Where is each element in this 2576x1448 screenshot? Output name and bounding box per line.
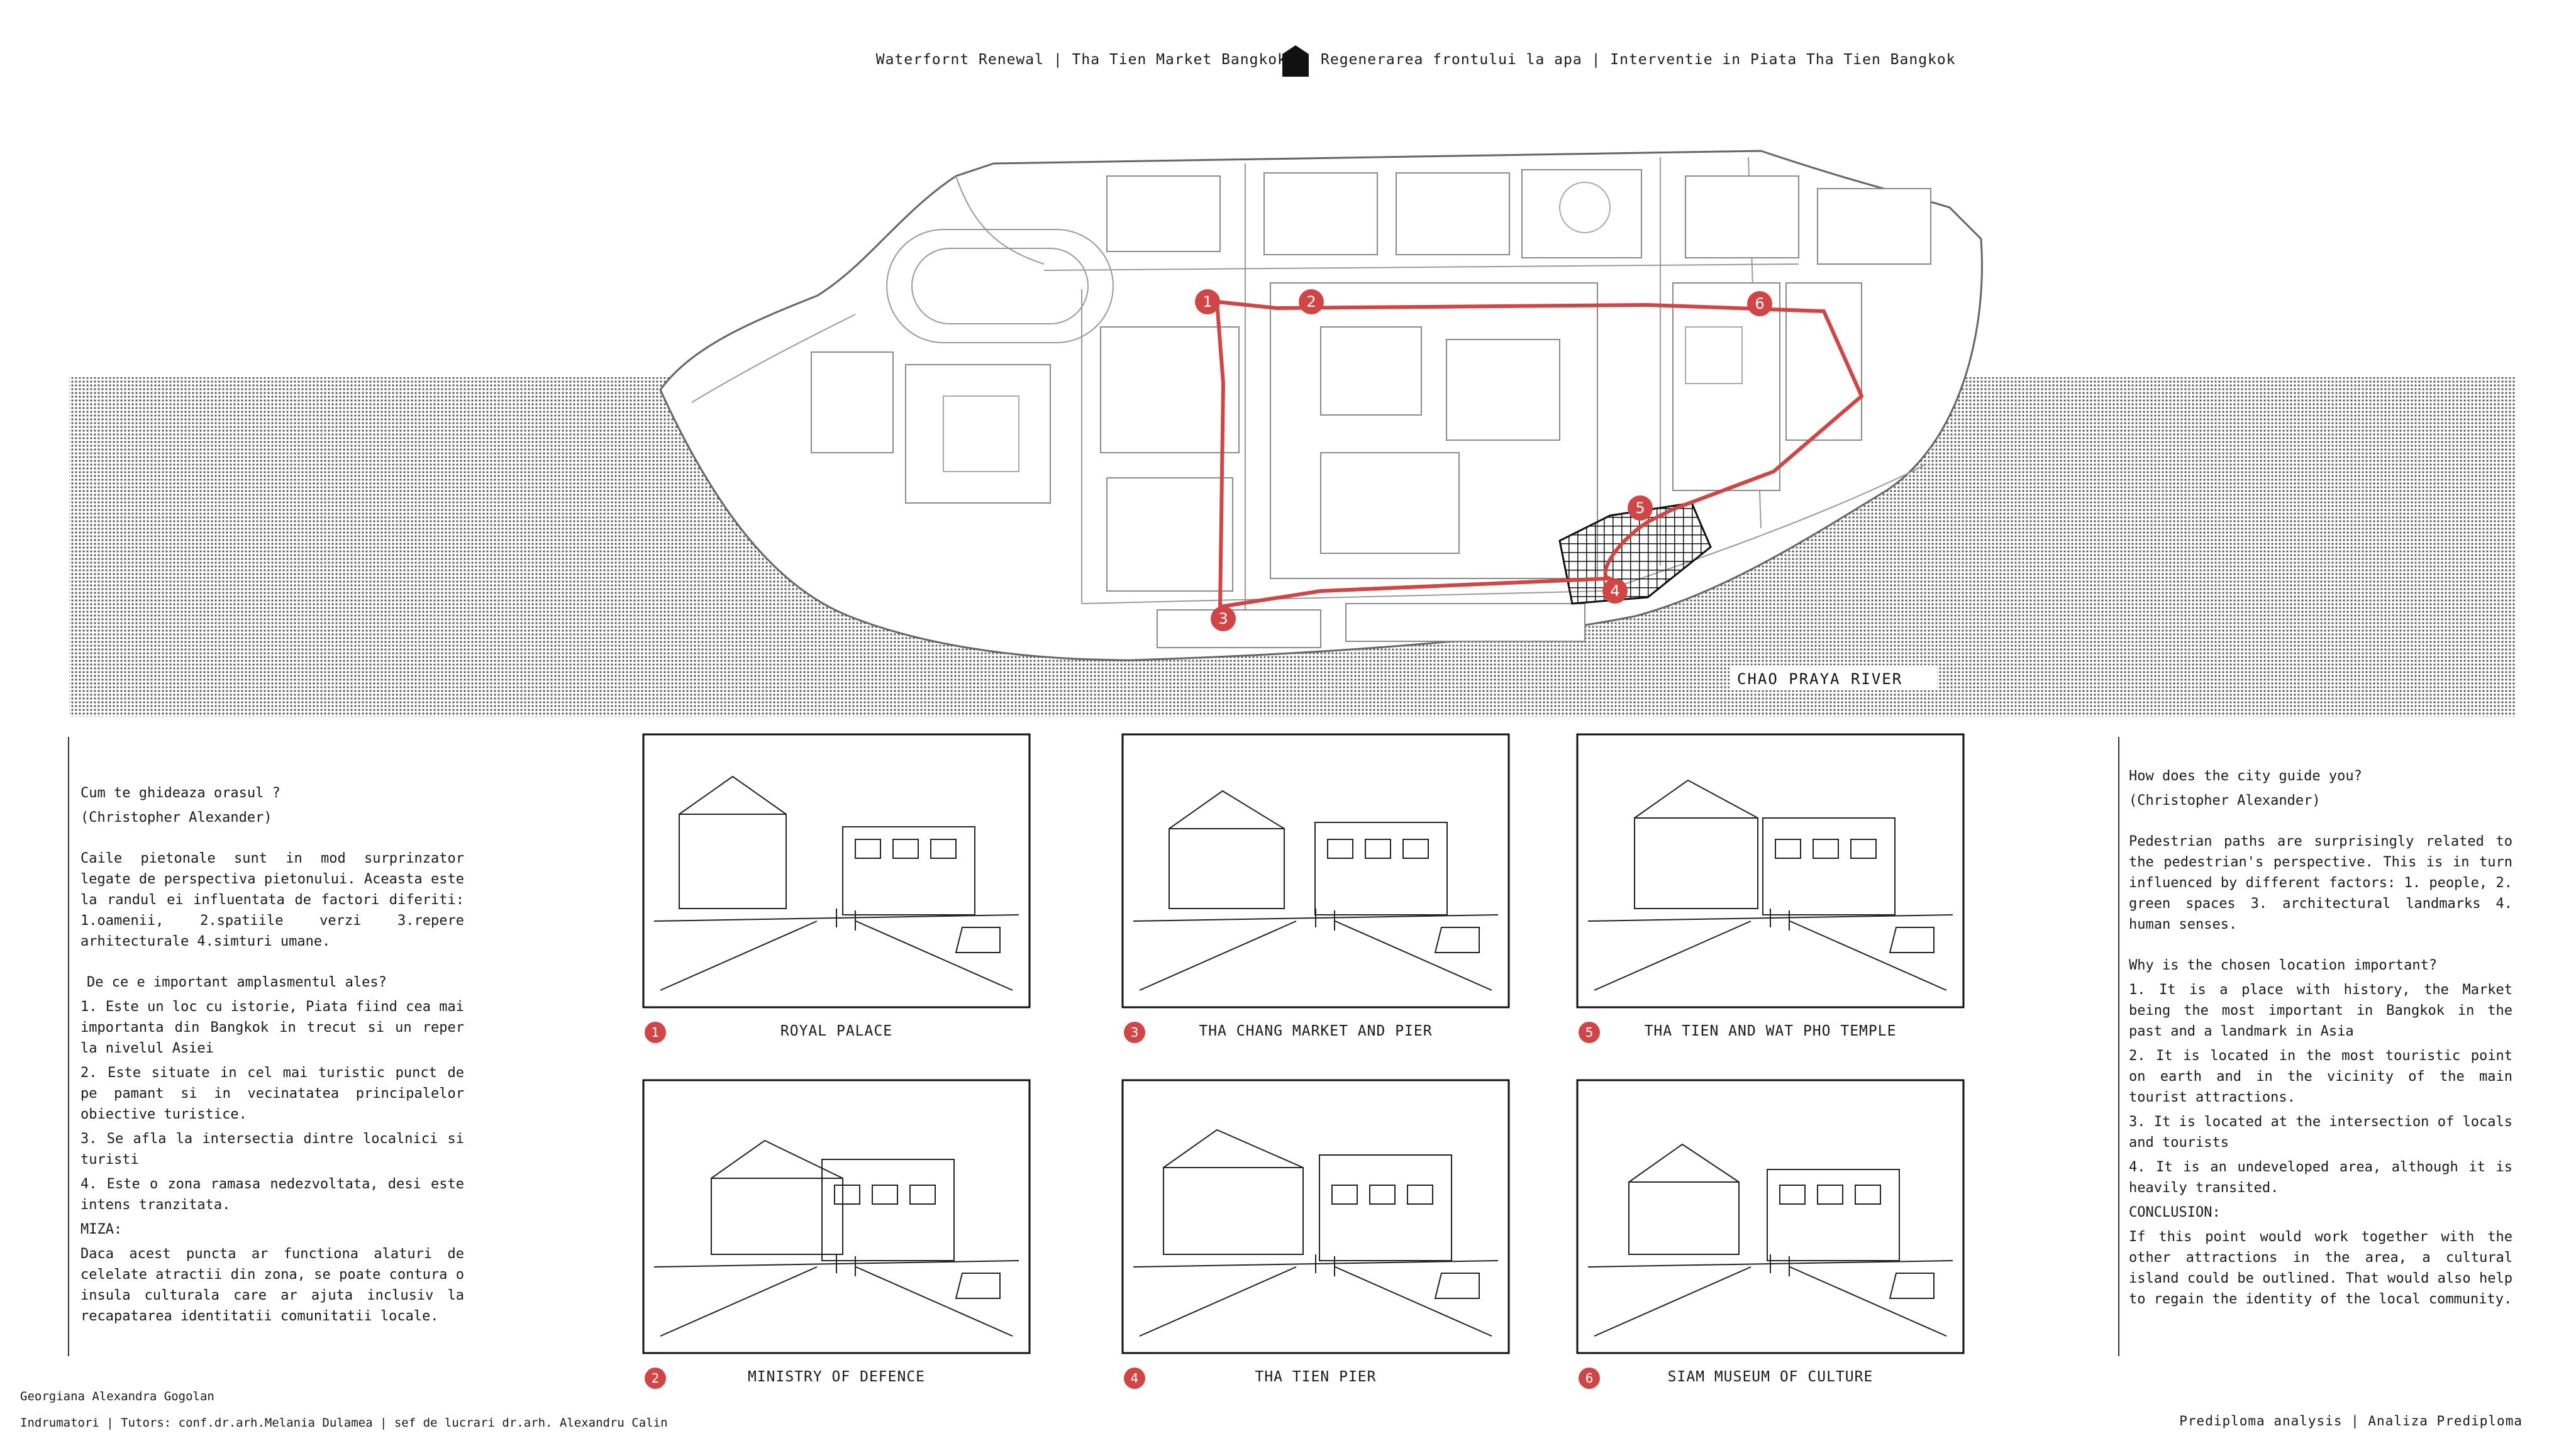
- svg-text:3: 3: [1218, 610, 1228, 627]
- sketch-panel-5: [1576, 733, 1965, 1009]
- sketch-panel-3: [1121, 733, 1510, 1009]
- left-item-3: 3. Se afla la intersectia dintre localni…: [80, 1131, 464, 1168]
- right-question-1: How does the city guide you?: [2129, 768, 2362, 784]
- header: Waterfornt Renewal | Tha Tien Market Ban…: [0, 44, 2576, 94]
- right-conclusion-title: CONCLUSION:: [2129, 1205, 2221, 1220]
- map-marker-5: 5: [1628, 495, 1653, 521]
- right-paragraph: Pedestrian paths are surprisingly relate…: [2129, 834, 2512, 932]
- left-question-1: Cum te ghideaza orasul ?: [80, 785, 280, 801]
- map-marker-4: 4: [1602, 578, 1628, 604]
- svg-text:2: 2: [1306, 293, 1316, 311]
- sketch-caption: THA TIEN PIER: [1255, 1369, 1377, 1385]
- footer-author: Georgiana Alexandra Gogolan: [20, 1390, 214, 1403]
- left-question-2: De ce e important amplasmentul ales?: [87, 975, 387, 990]
- map-marker-3: 3: [1211, 606, 1236, 631]
- left-item-2: 2. Este situate in cel mai turistic punc…: [80, 1065, 464, 1122]
- svg-text:1: 1: [1202, 293, 1212, 311]
- sketch-number-badge: 1: [645, 1022, 666, 1043]
- sketch-number-badge: 6: [1579, 1368, 1600, 1389]
- right-item-3: 3. It is located at the intersection of …: [2129, 1114, 2512, 1151]
- sketch-number-badge: 4: [1124, 1368, 1145, 1389]
- sketch-caption: THA CHANG MARKET AND PIER: [1199, 1023, 1433, 1039]
- pedestrian-route: [1215, 300, 1863, 609]
- sketch-caption: THA TIEN AND WAT PHO TEMPLE: [1644, 1023, 1897, 1039]
- right-divider: [2118, 737, 2119, 1356]
- sketch-caption: MINISTRY OF DEFENCE: [747, 1369, 926, 1385]
- right-question-1-author: (Christopher Alexander): [2129, 793, 2321, 809]
- header-title-ro: Regenerarea frontului la apa | Intervent…: [1321, 52, 1956, 68]
- map-marker-6: 6: [1747, 291, 1772, 316]
- svg-text:4: 4: [1610, 582, 1619, 600]
- house-mark-icon: [1282, 45, 1309, 77]
- right-item-4: 4. It is an undeveloped area, although i…: [2129, 1159, 2512, 1196]
- sketch-panel-6: [1576, 1079, 1965, 1354]
- left-divider: [68, 737, 69, 1356]
- river-label: CHAO PRAYA RIVER: [1737, 670, 1902, 688]
- sketch-panel-1: [642, 733, 1031, 1009]
- left-item-4: 4. Este o zona ramasa nedezvoltata, desi…: [80, 1176, 464, 1213]
- header-title-en: Waterfornt Renewal | Tha Tien Market Ban…: [875, 52, 1287, 68]
- right-item-2: 2. It is located in the most touristic p…: [2129, 1048, 2512, 1105]
- left-miza-title: MIZA:: [80, 1222, 123, 1237]
- sketch-panel-4: [1121, 1079, 1510, 1354]
- right-conclusion-text: If this point would work together with t…: [2129, 1229, 2512, 1307]
- left-text-column: Cum te ghideaza orasul ? (Christopher Al…: [80, 783, 464, 1347]
- map-marker-2: 2: [1299, 289, 1324, 314]
- sketch-panel-2: [642, 1079, 1031, 1354]
- sketch-number-badge: 2: [645, 1368, 666, 1389]
- site-map: 1 2 3 4 5 6 CHAO PRAYA RIVER: [69, 150, 2516, 717]
- sketch-number-badge: 5: [1579, 1022, 1600, 1043]
- right-question-2: Why is the chosen location important?: [2129, 958, 2438, 973]
- svg-text:5: 5: [1635, 499, 1645, 517]
- svg-text:6: 6: [1755, 295, 1764, 312]
- right-item-1: 1. It is a place with history, the Marke…: [2129, 982, 2512, 1039]
- footer-right-label: Prediploma analysis | Analiza Prediploma: [2179, 1413, 2523, 1429]
- left-paragraph: Caile pietonale sunt in mod surprinzator…: [80, 851, 464, 949]
- left-question-1-author: (Christopher Alexander): [80, 810, 272, 826]
- map-marker-1: 1: [1195, 289, 1220, 314]
- footer-tutors: Indrumatori | Tutors: conf.dr.arh.Melani…: [20, 1416, 668, 1430]
- sketch-caption: ROYAL PALACE: [780, 1023, 893, 1039]
- sketch-caption: SIAM MUSEUM OF CULTURE: [1667, 1369, 1874, 1385]
- sketch-number-badge: 3: [1124, 1022, 1145, 1043]
- left-miza-text: Daca acest puncta ar functiona alaturi d…: [80, 1246, 464, 1324]
- right-text-column: How does the city guide you? (Christophe…: [2129, 766, 2512, 1330]
- left-item-1: 1. Este un loc cu istorie, Piata fiind c…: [80, 999, 464, 1056]
